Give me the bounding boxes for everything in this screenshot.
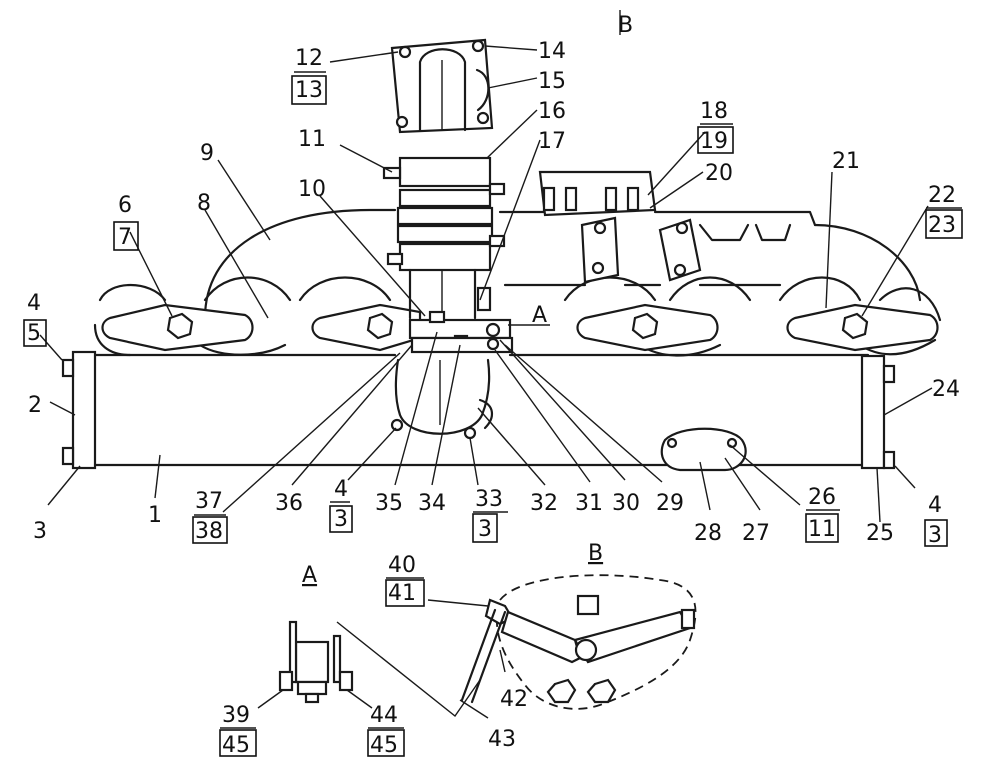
part-label-8: 8 [197,191,211,216]
part-label-3-under-33: 3 [478,517,492,542]
part-label-3: 3 [33,519,47,544]
part-label-33: 33 [475,487,503,512]
clamp-1 [101,303,254,352]
clamp-3 [576,303,719,352]
part-label-2: 2 [28,393,42,418]
drain-pipe [390,358,493,440]
part-label-27: 27 [742,521,770,546]
leader-lines [39,10,933,523]
part-label-4-center: 4 [334,477,348,502]
part-label-23: 23 [928,213,956,238]
manifold-upper-branches [93,208,942,357]
part-label-32: 32 [530,491,558,516]
part-label-43: 43 [488,727,516,752]
part-label-42: 42 [500,687,528,712]
part-label-11: 11 [298,127,326,152]
view-a-arrow-mark: A [532,303,547,328]
part-label-44: 44 [370,703,398,728]
view-b-arrow-mark: B [618,13,633,38]
part-label-39: 39 [222,703,250,728]
part-label-29: 29 [656,491,684,516]
part-label-26: 26 [808,485,836,510]
cover-plate [660,427,747,472]
part-label-25: 25 [866,521,894,546]
part-label-7: 7 [118,225,132,250]
part-label-3-center: 3 [334,507,348,532]
part-label-34: 34 [418,491,446,516]
clamp-4 [786,303,939,352]
part-label-21: 21 [832,149,860,174]
part-label-31: 31 [575,491,603,516]
part-label-18: 18 [700,99,728,124]
part-label-11-lower: 11 [808,517,836,542]
part-label-5: 5 [27,321,41,346]
sensor-fittings [408,310,514,354]
part-label-38: 38 [195,519,223,544]
part-label-4-right: 4 [928,493,942,518]
part-label-41: 41 [388,581,416,606]
part-label-6: 6 [118,193,132,218]
part-label-37: 37 [195,489,223,514]
part-label-45-left: 45 [222,733,250,758]
part-label-24: 24 [932,377,960,402]
part-label-40: 40 [388,553,416,578]
manifold-main-pipe [61,350,896,470]
part-label-10: 10 [298,177,326,202]
part-label-17: 17 [538,129,566,154]
view-b-title: B [588,541,603,566]
part-label-3-right: 3 [928,523,942,548]
part-label-12: 12 [295,46,323,71]
part-label-4: 4 [27,291,41,316]
view-a-detail [257,620,481,718]
view-a-title: A [302,563,317,588]
part-label-35: 35 [375,491,403,516]
part-label-19: 19 [700,129,728,154]
outlet-pipe-with-bellows [382,38,506,320]
part-label-20: 20 [705,161,733,186]
part-label-28: 28 [694,521,722,546]
part-label-14: 14 [538,39,566,64]
part-label-22: 22 [928,183,956,208]
part-label-30: 30 [612,491,640,516]
part-label-36: 36 [275,491,303,516]
part-label-45-right: 45 [370,733,398,758]
clamp-2 [311,303,422,352]
view-b-detail [460,574,697,710]
mounting-bracket [538,170,702,284]
part-label-9: 9 [200,141,214,166]
part-label-1: 1 [148,503,162,528]
part-label-16: 16 [538,99,566,124]
part-label-13: 13 [295,78,323,103]
part-label-15: 15 [538,69,566,94]
